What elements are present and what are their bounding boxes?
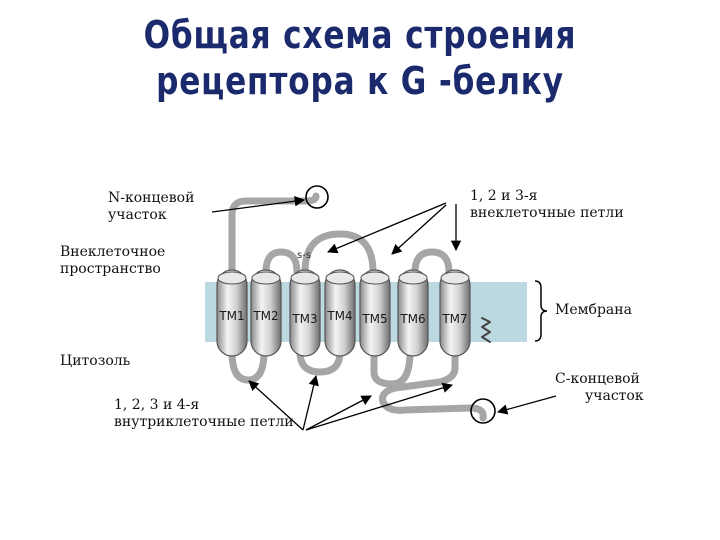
arrow-ic-loop-3: [305, 395, 372, 431]
intracellular-loop-2: [296, 348, 344, 376]
helix-tm2: [250, 269, 282, 357]
extracellular-loop-2: [301, 230, 377, 276]
ss-bond-label: s-s: [297, 250, 311, 261]
membrane-brace: [534, 280, 548, 342]
helix-label-tm4: TM4: [326, 309, 352, 323]
intracellular-loop-1: [228, 348, 268, 384]
membrane-kink: [481, 317, 491, 343]
helix-label-tm3: TM3: [291, 312, 317, 326]
extracellular-space-label: Внеклеточное пространство: [60, 244, 166, 277]
helix-label-tm6: TM6: [399, 312, 425, 326]
helix-label-tm1: TM1: [218, 309, 244, 323]
title-line-2: рецептора к G -белку: [156, 59, 564, 103]
arrow-ec-loop-1: [327, 202, 447, 254]
arrow-ec-loop-2: [391, 204, 447, 255]
arrow-n-terminal: [211, 196, 306, 213]
c-terminal-label: С-концевой участок: [555, 371, 644, 404]
helix-tm4: [324, 269, 356, 357]
helix-label-tm5: TM5: [361, 312, 387, 326]
helix-label-tm7: TM7: [441, 312, 467, 326]
cytosol-label: Цитозоль: [60, 353, 131, 369]
c-terminal-circle: [470, 398, 496, 424]
helix-tm6: [397, 269, 429, 357]
extracellular-loops-label: 1, 2 и 3-я внеклеточные петли: [470, 188, 624, 221]
intracellular-loop-3: [370, 348, 414, 388]
helix-tm1: [216, 269, 248, 357]
n-terminal-circle: [305, 185, 329, 209]
helix-tm3: [289, 269, 321, 357]
page-title: Общая схема строения рецептора к G -белк…: [65, 12, 655, 104]
helix-label-tm2: TM2: [252, 309, 278, 323]
helices: [216, 269, 471, 357]
membrane-label: Мембрана: [555, 302, 632, 318]
extracellular-loop-1: [262, 248, 301, 276]
intracellular-loops-label: 1, 2, 3 и 4-я внутриклеточные петли: [114, 397, 294, 430]
extracellular-loop-3: [411, 248, 453, 276]
polypeptide-chain: [228, 192, 491, 422]
annotation-arrows: [211, 196, 557, 431]
helix-tm7: [439, 269, 471, 357]
helix-tm5: [359, 269, 391, 357]
arrow-ic-loop-2: [302, 374, 319, 431]
arrow-c-terminal: [496, 395, 557, 415]
c-terminal-chain: [379, 348, 487, 422]
arrow-ic-loop-1: [248, 380, 304, 431]
arrow-ic-loop-4: [305, 382, 453, 431]
title-line-1: Общая схема строения: [143, 13, 577, 57]
n-terminal-label: N-концевой участок: [108, 190, 195, 223]
